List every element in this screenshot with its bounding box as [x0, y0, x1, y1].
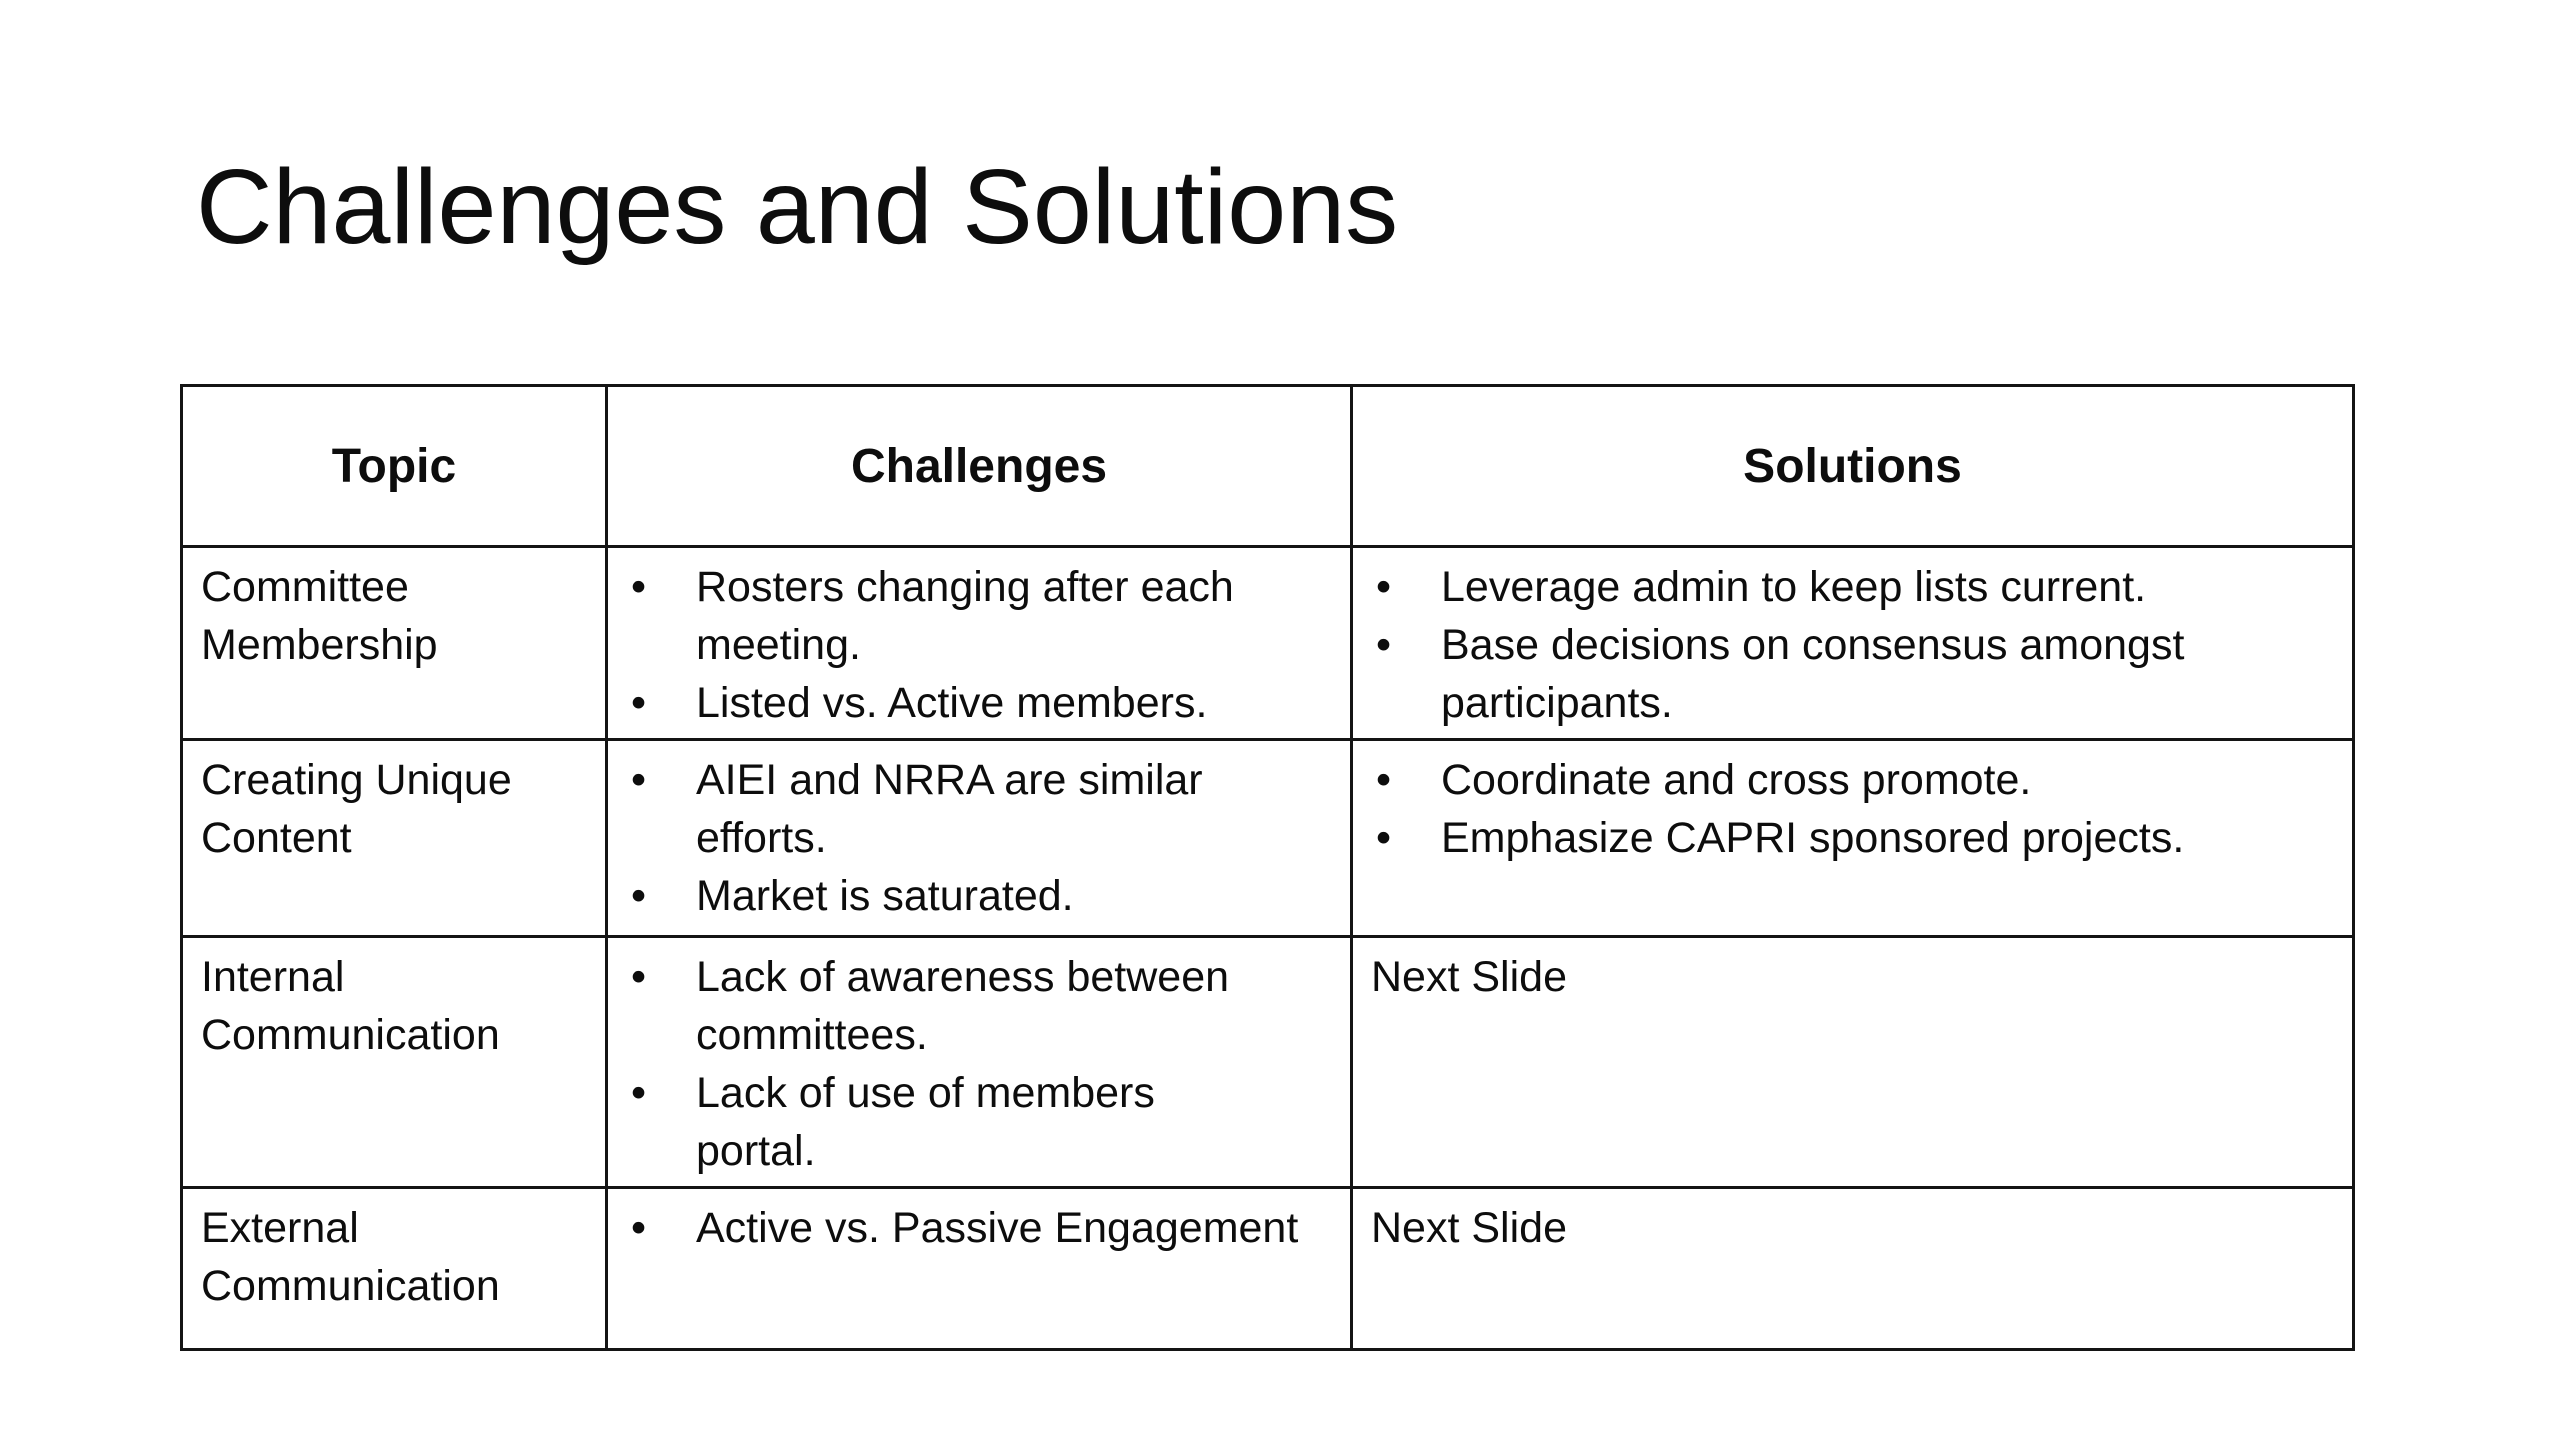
- table-row: Committee Membership Rosters changing af…: [180, 545, 2355, 741]
- bullet-item: Lack of awareness between committees.: [626, 948, 1336, 1064]
- solutions-bullet-list: Leverage admin to keep lists current.Bas…: [1371, 558, 2338, 732]
- slide-title: Challenges and Solutions: [196, 148, 1399, 266]
- challenges-cell: Lack of awareness between committees.Lac…: [605, 935, 1353, 1189]
- bullet-item: Market is saturated.: [626, 867, 1336, 925]
- bullet-item: Active vs. Passive Engagement: [626, 1199, 1336, 1257]
- solutions-text: Next Slide: [1371, 953, 1567, 1001]
- column-header-solutions: Solutions: [1350, 384, 2355, 548]
- bullet-item: Leverage admin to keep lists current.: [1371, 558, 2338, 616]
- topic-cell: External Communication: [180, 1186, 608, 1351]
- bullet-item: Emphasize CAPRI sponsored projects.: [1371, 809, 2338, 867]
- bullet-item: Listed vs. Active members.: [626, 674, 1336, 732]
- topic-text: Committee Membership: [201, 563, 438, 669]
- challenges-solutions-table: Topic Challenges Solutions Committee Mem…: [180, 384, 2355, 1351]
- bullet-item: Lack of use of members portal.: [626, 1064, 1336, 1180]
- challenges-bullet-list: Lack of awareness between committees.Lac…: [626, 948, 1336, 1180]
- solutions-cell: Next Slide: [1350, 935, 2355, 1189]
- topic-cell: Creating Unique Content: [180, 738, 608, 938]
- challenges-cell: Active vs. Passive Engagement: [605, 1186, 1353, 1351]
- table-row: Internal Communication Lack of awareness…: [180, 935, 2355, 1189]
- solutions-bullet-list: Coordinate and cross promote.Emphasize C…: [1371, 751, 2338, 867]
- challenges-bullet-list: Rosters changing after each meeting.List…: [626, 558, 1336, 732]
- challenges-bullet-list: AIEI and NRRA are similar efforts.Market…: [626, 751, 1336, 925]
- challenges-bullet-list: Active vs. Passive Engagement: [626, 1199, 1336, 1257]
- challenges-cell: Rosters changing after each meeting.List…: [605, 545, 1353, 741]
- table-row: External Communication Active vs. Passiv…: [180, 1186, 2355, 1351]
- topic-cell: Internal Communication: [180, 935, 608, 1189]
- topic-cell: Committee Membership: [180, 545, 608, 741]
- column-header-challenges: Challenges: [605, 384, 1353, 548]
- topic-text: Creating Unique Content: [201, 756, 512, 862]
- challenges-cell: AIEI and NRRA are similar efforts.Market…: [605, 738, 1353, 938]
- topic-text: Internal Communication: [201, 953, 500, 1059]
- table-header-row: Topic Challenges Solutions: [180, 384, 2355, 548]
- solutions-cell: Leverage admin to keep lists current.Bas…: [1350, 545, 2355, 741]
- bullet-item: Rosters changing after each meeting.: [626, 558, 1336, 674]
- solutions-text: Next Slide: [1371, 1204, 1567, 1252]
- topic-text: External Communication: [201, 1204, 500, 1310]
- bullet-item: Coordinate and cross promote.: [1371, 751, 2338, 809]
- table-row: Creating Unique Content AIEI and NRRA ar…: [180, 738, 2355, 938]
- column-header-topic: Topic: [180, 384, 608, 548]
- bullet-item: AIEI and NRRA are similar efforts.: [626, 751, 1336, 867]
- solutions-cell: Next Slide: [1350, 1186, 2355, 1351]
- bullet-item: Base decisions on consensus amongst part…: [1371, 616, 2338, 732]
- solutions-cell: Coordinate and cross promote.Emphasize C…: [1350, 738, 2355, 938]
